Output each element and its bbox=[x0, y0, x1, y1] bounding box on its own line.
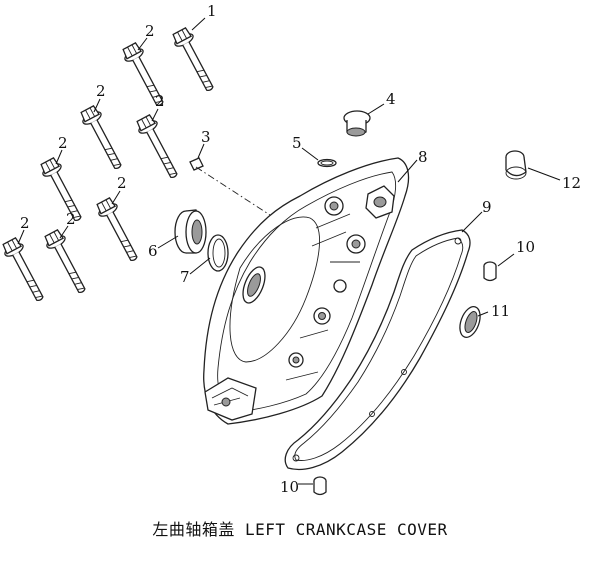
bolt-2g bbox=[41, 227, 93, 298]
callout-2g: 2 bbox=[66, 210, 76, 228]
callout-10a: 10 bbox=[516, 238, 535, 256]
callout-2b: 2 bbox=[96, 82, 106, 100]
plug-4 bbox=[343, 110, 371, 137]
callout-3: 3 bbox=[201, 128, 211, 146]
seal-6 bbox=[174, 209, 207, 254]
callout-2e: 2 bbox=[117, 174, 127, 192]
callout-2c: 2 bbox=[155, 92, 165, 110]
o-ring-5 bbox=[317, 158, 337, 168]
bolt-2e bbox=[93, 195, 145, 266]
bolt-2b bbox=[77, 103, 129, 174]
seal-11 bbox=[459, 306, 481, 338]
callout-7: 7 bbox=[180, 268, 190, 286]
leader-lines bbox=[17, 17, 561, 485]
callout-9: 9 bbox=[482, 198, 492, 216]
callout-2a: 2 bbox=[145, 22, 155, 40]
callout-1: 1 bbox=[207, 2, 217, 20]
callout-8: 8 bbox=[418, 148, 428, 166]
dowel-pin-10a bbox=[483, 261, 497, 282]
bolt-1 bbox=[169, 25, 221, 96]
bolt-2c bbox=[133, 112, 185, 183]
callout-2d: 2 bbox=[58, 134, 68, 152]
gasket-9 bbox=[284, 229, 471, 471]
sleeve-12 bbox=[505, 150, 527, 180]
dowel-pin-10b bbox=[313, 476, 327, 496]
callout-11: 11 bbox=[491, 302, 510, 320]
bolt-2f bbox=[0, 235, 51, 306]
crankcase-cover-8 bbox=[203, 157, 410, 425]
diagram-caption: 左曲轴箱盖 LEFT CRANKCASE COVER bbox=[152, 520, 448, 539]
bolt-2d bbox=[37, 155, 89, 226]
callout-5: 5 bbox=[292, 134, 302, 152]
callout-12: 12 bbox=[562, 174, 581, 192]
callout-2f: 2 bbox=[20, 214, 30, 232]
o-ring-7 bbox=[207, 234, 229, 272]
callout-4: 4 bbox=[386, 90, 396, 108]
callout-6: 6 bbox=[148, 242, 158, 260]
callout-10b: 10 bbox=[280, 478, 299, 496]
